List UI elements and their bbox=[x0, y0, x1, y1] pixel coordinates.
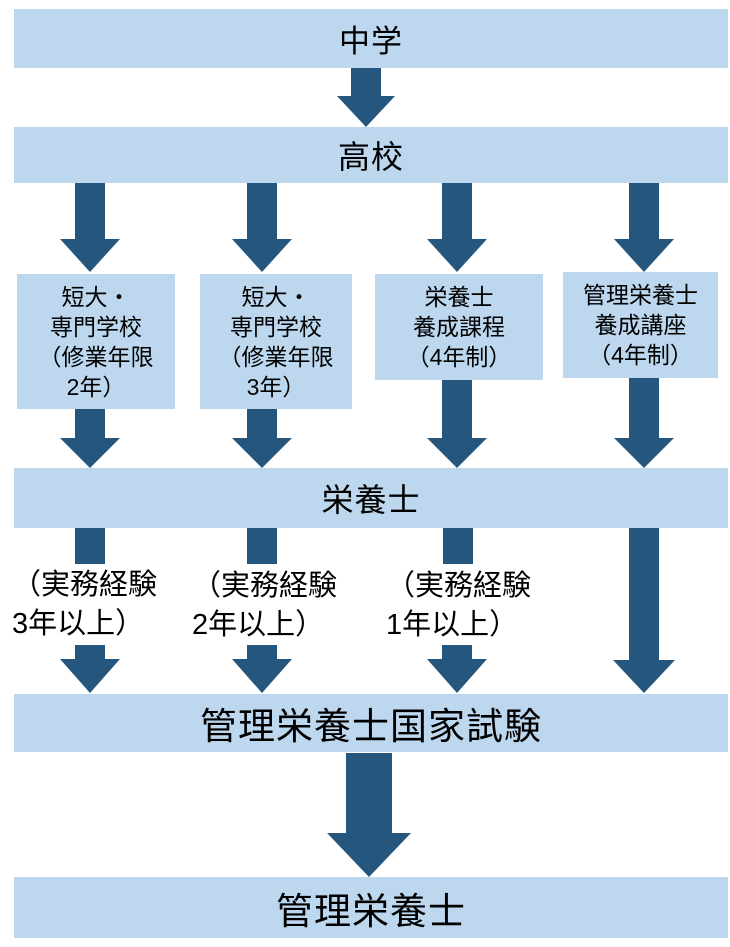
arrow-head bbox=[232, 239, 292, 272]
box-line: 養成課程 bbox=[413, 314, 505, 340]
arrow-shaft bbox=[75, 409, 105, 438]
note-line: （実務経験 bbox=[386, 570, 532, 602]
flow-node-registered-dietitian: 管理栄養士 bbox=[14, 877, 728, 938]
arrow-shaft bbox=[629, 378, 659, 438]
note-line: （実務経験 bbox=[12, 569, 158, 601]
note-line: （実務経験 bbox=[192, 570, 338, 602]
box-line: 専門学校 bbox=[230, 313, 322, 340]
arrow-shaft bbox=[629, 528, 659, 660]
arrow-head bbox=[427, 659, 487, 693]
arrow-head bbox=[614, 438, 674, 468]
experience-note-1yr: （実務経験 1年以上） bbox=[386, 567, 531, 645]
arrow-shaft bbox=[346, 753, 392, 833]
box-line: 養成講座 bbox=[594, 312, 687, 338]
connector-stub-col3 bbox=[443, 528, 473, 564]
connector-stub-col1 bbox=[75, 528, 105, 564]
arrow-head bbox=[60, 659, 120, 693]
box-line: （4年制） bbox=[406, 344, 512, 370]
note-line: 3年以上） bbox=[12, 608, 145, 640]
flow-node-national-exam: 管理栄養士国家試験 bbox=[14, 694, 728, 752]
arrow-shaft bbox=[247, 183, 277, 239]
flow-node-dietitian-training-course: 栄養士 養成課程 （4年制） bbox=[375, 274, 543, 380]
note-line: 2年以上） bbox=[192, 609, 325, 641]
box-line: （修業年限 bbox=[218, 343, 334, 370]
arrow-shaft bbox=[351, 68, 381, 96]
flow-node-junior-high-school: 中学 bbox=[14, 9, 728, 68]
arrow-shaft bbox=[247, 645, 277, 659]
arrow-head bbox=[60, 239, 120, 272]
flow-node-rd-training-course: 管理栄養士 養成講座 （4年制） bbox=[563, 272, 718, 378]
box-line: 管理栄養士 bbox=[583, 282, 698, 308]
arrow-head bbox=[337, 96, 395, 127]
box-line: （4年制） bbox=[588, 342, 693, 368]
flow-node-college-2yr: 短大・ 専門学校 （修業年限 2年） bbox=[17, 274, 175, 409]
box-line: 専門学校 bbox=[50, 313, 142, 340]
arrow-head bbox=[232, 438, 292, 468]
box-line: 短大・ bbox=[61, 283, 131, 310]
box-line: （修業年限 bbox=[38, 343, 154, 370]
flow-node-college-3yr: 短大・ 専門学校 （修業年限 3年） bbox=[200, 274, 352, 409]
arrow-shaft bbox=[629, 183, 659, 239]
arrow-head bbox=[232, 659, 292, 693]
flow-node-dietitian: 栄養士 bbox=[14, 468, 728, 528]
arrow-head bbox=[613, 660, 675, 693]
connector-stub-col2 bbox=[247, 528, 277, 564]
arrow-shaft bbox=[75, 183, 105, 239]
arrow-shaft bbox=[442, 380, 472, 438]
arrow-shaft bbox=[247, 409, 277, 438]
box-line: 栄養士 bbox=[424, 284, 494, 310]
experience-note-3yr: （実務経験 3年以上） bbox=[12, 566, 157, 644]
flow-node-high-school: 高校 bbox=[14, 127, 728, 183]
experience-note-2yr: （実務経験 2年以上） bbox=[192, 567, 337, 645]
arrow-head bbox=[60, 438, 120, 468]
box-line: 3年） bbox=[246, 373, 306, 400]
box-line: 短大・ bbox=[241, 283, 311, 310]
arrow-head bbox=[327, 833, 411, 877]
arrow-shaft bbox=[442, 645, 472, 659]
arrow-shaft bbox=[75, 645, 105, 659]
box-line: 2年） bbox=[66, 373, 126, 400]
note-line: 1年以上） bbox=[386, 609, 519, 641]
arrow-shaft bbox=[442, 183, 472, 239]
arrow-head bbox=[614, 239, 674, 272]
arrow-head bbox=[427, 239, 487, 272]
arrow-head bbox=[427, 438, 487, 468]
